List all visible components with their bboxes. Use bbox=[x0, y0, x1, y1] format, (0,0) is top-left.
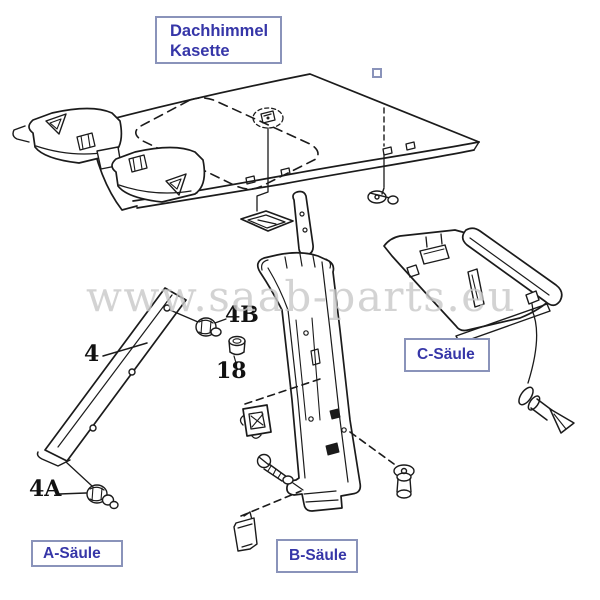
c-pillar-trim-drawing bbox=[383, 227, 563, 384]
b-pillar-trim-drawing bbox=[256, 251, 362, 512]
label-c-saeule: C-Säule bbox=[404, 338, 490, 372]
part-number-18: 18 bbox=[216, 358, 247, 384]
mounting-plate-drawing bbox=[240, 210, 294, 232]
part-number-4a: 4A bbox=[29, 476, 62, 502]
grommet-18-drawing bbox=[228, 335, 246, 364]
sunroof-dashed-outline bbox=[135, 97, 319, 190]
clip-4b-drawing bbox=[195, 317, 227, 337]
leader-4 bbox=[102, 342, 148, 357]
push-pin-drawing bbox=[518, 386, 575, 434]
label-dachhimmel-kasette: Dachhimmel Kasette bbox=[155, 16, 282, 64]
square-clip-drawing bbox=[239, 378, 321, 439]
a-pillar-trim-drawing bbox=[36, 287, 199, 487]
label-b-saeule: B-Säule bbox=[276, 539, 358, 573]
dome-light-drawing bbox=[252, 107, 284, 129]
sun-visor-left bbox=[12, 107, 123, 164]
screw-drawing bbox=[256, 453, 304, 491]
watermark-square bbox=[372, 68, 382, 78]
label-a-saeule: A-Säule bbox=[31, 540, 123, 567]
part-number-4: 4 bbox=[84, 341, 100, 367]
label-dachhimmel-line1: Dachhimmel bbox=[170, 22, 269, 40]
mounting-bracket-drawing bbox=[233, 490, 302, 552]
visor-triangle-mark bbox=[165, 173, 187, 196]
side-clip-drawing bbox=[349, 431, 415, 499]
visor-triangle-mark bbox=[45, 113, 67, 135]
leader-4a bbox=[58, 492, 87, 495]
roof-clip-drawing bbox=[367, 187, 399, 205]
sun-visor-right bbox=[96, 146, 206, 203]
label-dachhimmel-line2: Kasette bbox=[170, 42, 230, 60]
part-number-4b: 4B bbox=[225, 302, 259, 328]
clip-4a-drawing bbox=[58, 484, 119, 510]
